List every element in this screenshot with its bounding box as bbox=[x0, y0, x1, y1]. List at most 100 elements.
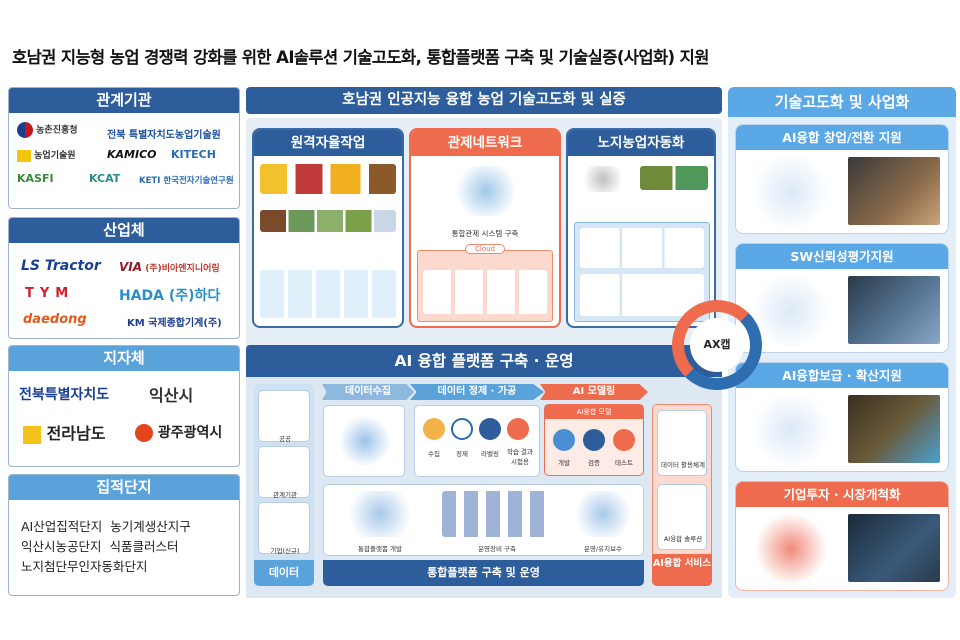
logo-ares: 농업기술원 bbox=[17, 148, 76, 162]
service-icons bbox=[423, 270, 547, 314]
model-step: 테스트 bbox=[615, 459, 633, 467]
logo-kasfi: KASFI bbox=[17, 172, 54, 185]
crop-photos bbox=[640, 166, 708, 190]
tractor-icons bbox=[260, 164, 396, 194]
card-sw-reliability: SW신뢰성평가지원 bbox=[735, 243, 949, 353]
clusters-list: AI산업집적단지 농기계생산지구 익산시농공단지 식품클러스터 노지첨단무인자동… bbox=[21, 517, 191, 577]
operations-label: 통합플랫폼 구축 및 운영 bbox=[323, 560, 644, 586]
card-title: SW신뢰성평가지원 bbox=[736, 244, 948, 269]
sensor-icons bbox=[260, 270, 396, 318]
card-title: AI융합 창업/전환 지원 bbox=[736, 125, 948, 150]
logo-kitech: KITECH bbox=[171, 148, 216, 161]
robot-chip-illustration bbox=[748, 395, 834, 465]
label-icon bbox=[479, 418, 501, 440]
develop-icon bbox=[553, 429, 575, 451]
typing-photo bbox=[848, 276, 940, 344]
cluster-item: 노지첨단무인자동화단지 bbox=[21, 559, 148, 574]
logo-kcat: KCAT bbox=[89, 172, 121, 185]
logo-ls-tractor: LS Tractor bbox=[21, 258, 101, 274]
center-header: 호남권 인공지능 융합 농업 기술고도화 및 실증 bbox=[246, 87, 722, 114]
panel-title: 노지농업자동화 bbox=[568, 130, 714, 156]
panel-remote-autonomous: 원격자율작업 bbox=[252, 128, 404, 328]
agencies-header: 관계기관 bbox=[9, 88, 239, 113]
card-investment-market: 기업투자 · 시장개척화 bbox=[735, 481, 949, 591]
panel-title: 원격자율작업 bbox=[254, 130, 402, 156]
target-flag-illustration bbox=[748, 514, 834, 584]
logo-tym: TYM bbox=[25, 286, 75, 301]
model-step: 개발 bbox=[558, 459, 570, 467]
card-ai-dissemination: AI융합보급 · 확산지원 bbox=[735, 362, 949, 472]
logo-km: KM 국제종합기계(주) bbox=[127, 318, 222, 329]
handshake-photo bbox=[848, 514, 940, 582]
cluster-item: 식품클러스터 bbox=[109, 539, 179, 554]
cluster-item: 농기계생산지구 bbox=[110, 519, 191, 534]
control-caption: 통합관제 시스템 구축 bbox=[451, 229, 519, 238]
automation-row-1 bbox=[580, 228, 704, 268]
clusters-box: 집적단지 AI산업집적단지 농기계생산지구 익산시농공단지 식품클러스터 노지첨… bbox=[8, 474, 240, 596]
local-gov-box: 지자체 전북특별자치도 익산시 전라남도 광주광역시 bbox=[8, 345, 240, 467]
clusters-header: 집적단지 bbox=[9, 475, 239, 500]
step-data-refinement: 데이터 정제 · 가공 bbox=[410, 384, 544, 400]
logo-jb-ares: 전북 특별자치도농업기술원 bbox=[107, 130, 221, 141]
laptop-photo bbox=[848, 157, 940, 225]
logo-keti: KETI 한국전자기술연구원 bbox=[139, 176, 234, 186]
panel-title: 관제네트워크 bbox=[411, 130, 559, 156]
logo-iksan: 익산시 bbox=[149, 386, 194, 405]
logo-via: VIA (주)비아엔지니어링 bbox=[119, 260, 220, 274]
logo-jeonnam: 전라남도 bbox=[23, 420, 105, 444]
card-title: AI융합보급 · 확산지원 bbox=[736, 363, 948, 388]
logo-rda: 농촌진흥청 bbox=[17, 122, 78, 138]
industry-header: 산업체 bbox=[9, 218, 239, 243]
right-header: 기술고도화 및 사업화 bbox=[728, 87, 956, 117]
collection-image bbox=[338, 416, 392, 466]
step-ai-modeling: AI 모델링 bbox=[540, 384, 648, 400]
data-label: 데이터 bbox=[254, 560, 314, 586]
data-source-public: 공공 bbox=[258, 390, 310, 443]
service-label: AI융합 서비스 bbox=[652, 554, 712, 586]
local-gov-header: 지자체 bbox=[9, 346, 239, 371]
card-title: 기업투자 · 시장개척화 bbox=[736, 482, 948, 507]
platform-dev-illustration bbox=[342, 491, 418, 537]
cloud-label: Cloud bbox=[465, 244, 505, 254]
maintenance-illustration bbox=[570, 491, 636, 537]
panel-open-field-automation: 노지농업자동화 bbox=[566, 128, 716, 328]
cluster-item: 익산시농공단지 bbox=[21, 539, 102, 554]
ops-label: 운영/유지보수 bbox=[583, 545, 623, 553]
equipment-illustration bbox=[442, 491, 552, 537]
page-title: 호남권 지능형 농업 경쟁력 강화를 위한 AI솔루션 기술고도화, 통합플랫폼… bbox=[12, 48, 709, 67]
ax-label: AX캡 bbox=[690, 318, 744, 372]
model-title: AI융합 모델 bbox=[545, 405, 643, 419]
process-label: 라벨링 bbox=[481, 450, 499, 458]
smartphone-photo bbox=[848, 395, 940, 463]
test-icon bbox=[613, 429, 635, 451]
data-source-companies: 기업(신규) bbox=[258, 502, 310, 555]
step-data-collection: 데이터수집 bbox=[322, 384, 414, 400]
collect-icon bbox=[423, 418, 445, 440]
process-label: 학습 결과 시험용 bbox=[507, 448, 533, 466]
panel-control-network: 관제네트워크 통합관제 시스템 구축 Cloud bbox=[409, 128, 561, 328]
network-illustration bbox=[451, 166, 521, 216]
filter-icon bbox=[451, 418, 473, 440]
logo-jeonbuk: 전북특별자치도 bbox=[19, 387, 110, 403]
trophy-illustration bbox=[748, 157, 834, 227]
agencies-box: 관계기관 농촌진흥청 전북 특별자치도농업기술원 농업기술원 KAMICO KI… bbox=[8, 87, 240, 209]
logo-gwangju: 광주광역시 bbox=[135, 422, 222, 442]
model-step: 검증 bbox=[588, 459, 600, 467]
ops-label: 운영장비 구축 bbox=[478, 545, 516, 553]
logo-daedong: daedong bbox=[23, 312, 87, 327]
cluster-item: AI산업집적단지 bbox=[21, 519, 103, 534]
operations-box: 통합플랫폼 개발 운영장비 구축 운영/유지보수 bbox=[323, 484, 644, 556]
chart-illustration bbox=[748, 276, 834, 346]
refinement-box: 수집 정제 라벨링 학습 결과 시험용 bbox=[414, 405, 540, 477]
automation-row-2 bbox=[580, 274, 704, 316]
data-source-agencies: 관계기관 bbox=[258, 446, 310, 499]
field-photos bbox=[260, 210, 396, 232]
ops-label: 통합플랫폼 개발 bbox=[358, 545, 402, 553]
process-label: 정제 bbox=[456, 450, 468, 458]
service-data-system: 데이터 활용체계 bbox=[657, 410, 707, 476]
database-icon bbox=[507, 418, 529, 440]
robot-icons bbox=[578, 166, 628, 192]
logo-kamico: KAMICO bbox=[107, 148, 157, 161]
process-label: 수집 bbox=[428, 450, 440, 458]
industry-box: 산업체 LS Tractor VIA (주)비아엔지니어링 TYM HADA (… bbox=[8, 217, 240, 339]
